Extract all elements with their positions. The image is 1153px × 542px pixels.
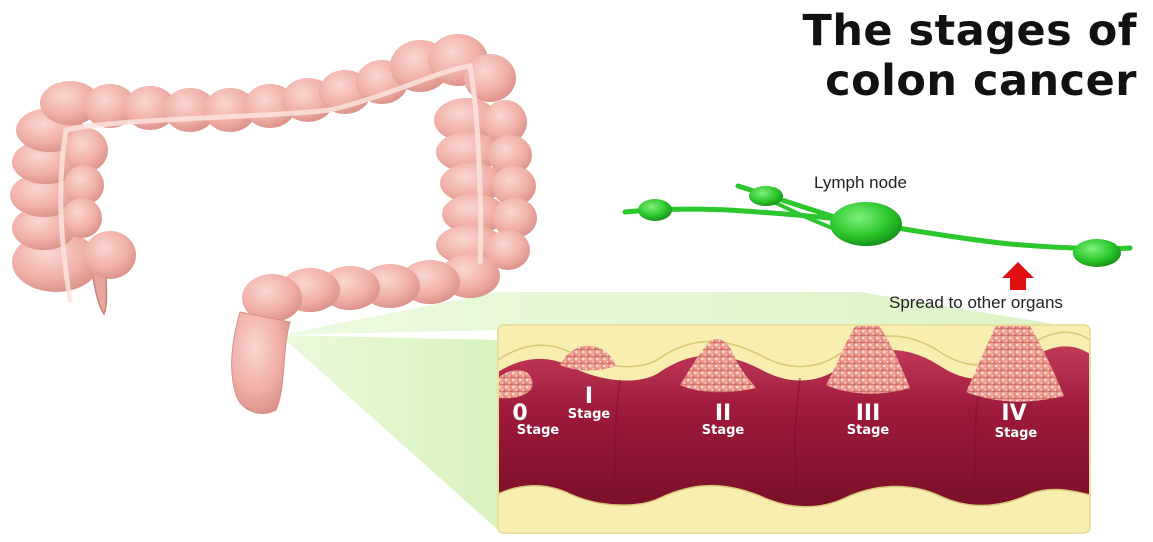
ascending-colon xyxy=(10,108,136,292)
lymph-node-small-3 xyxy=(1073,239,1121,267)
lymph-node-large xyxy=(830,202,902,246)
stage-4-word: Stage xyxy=(995,426,1038,441)
lymph-node-chain xyxy=(625,186,1130,267)
stage-2-word: Stage xyxy=(702,423,745,438)
lymph-node-small-2 xyxy=(749,186,783,206)
spread-arrow xyxy=(1002,262,1034,290)
rectum xyxy=(232,312,290,414)
descending-colon xyxy=(434,98,537,270)
stage-0-word: Stage xyxy=(517,423,560,438)
lymph-node-label: Lymph node xyxy=(814,173,907,193)
spread-label: Spread to other organs xyxy=(889,293,1063,313)
stage-4-numeral: IV xyxy=(1001,401,1026,426)
title-line-1: The stages of xyxy=(802,10,1137,53)
stage-3-word: Stage xyxy=(847,423,890,438)
stage-1-word: Stage xyxy=(568,407,611,422)
cross-section-panel: 0 Stage I Stage II Stage III Stage IV St… xyxy=(498,317,1090,533)
lymph-node-small-1 xyxy=(638,199,672,221)
title-line-2: colon cancer xyxy=(825,60,1137,103)
stage-1-numeral: I xyxy=(585,384,593,409)
zoom-wedge xyxy=(280,335,498,530)
